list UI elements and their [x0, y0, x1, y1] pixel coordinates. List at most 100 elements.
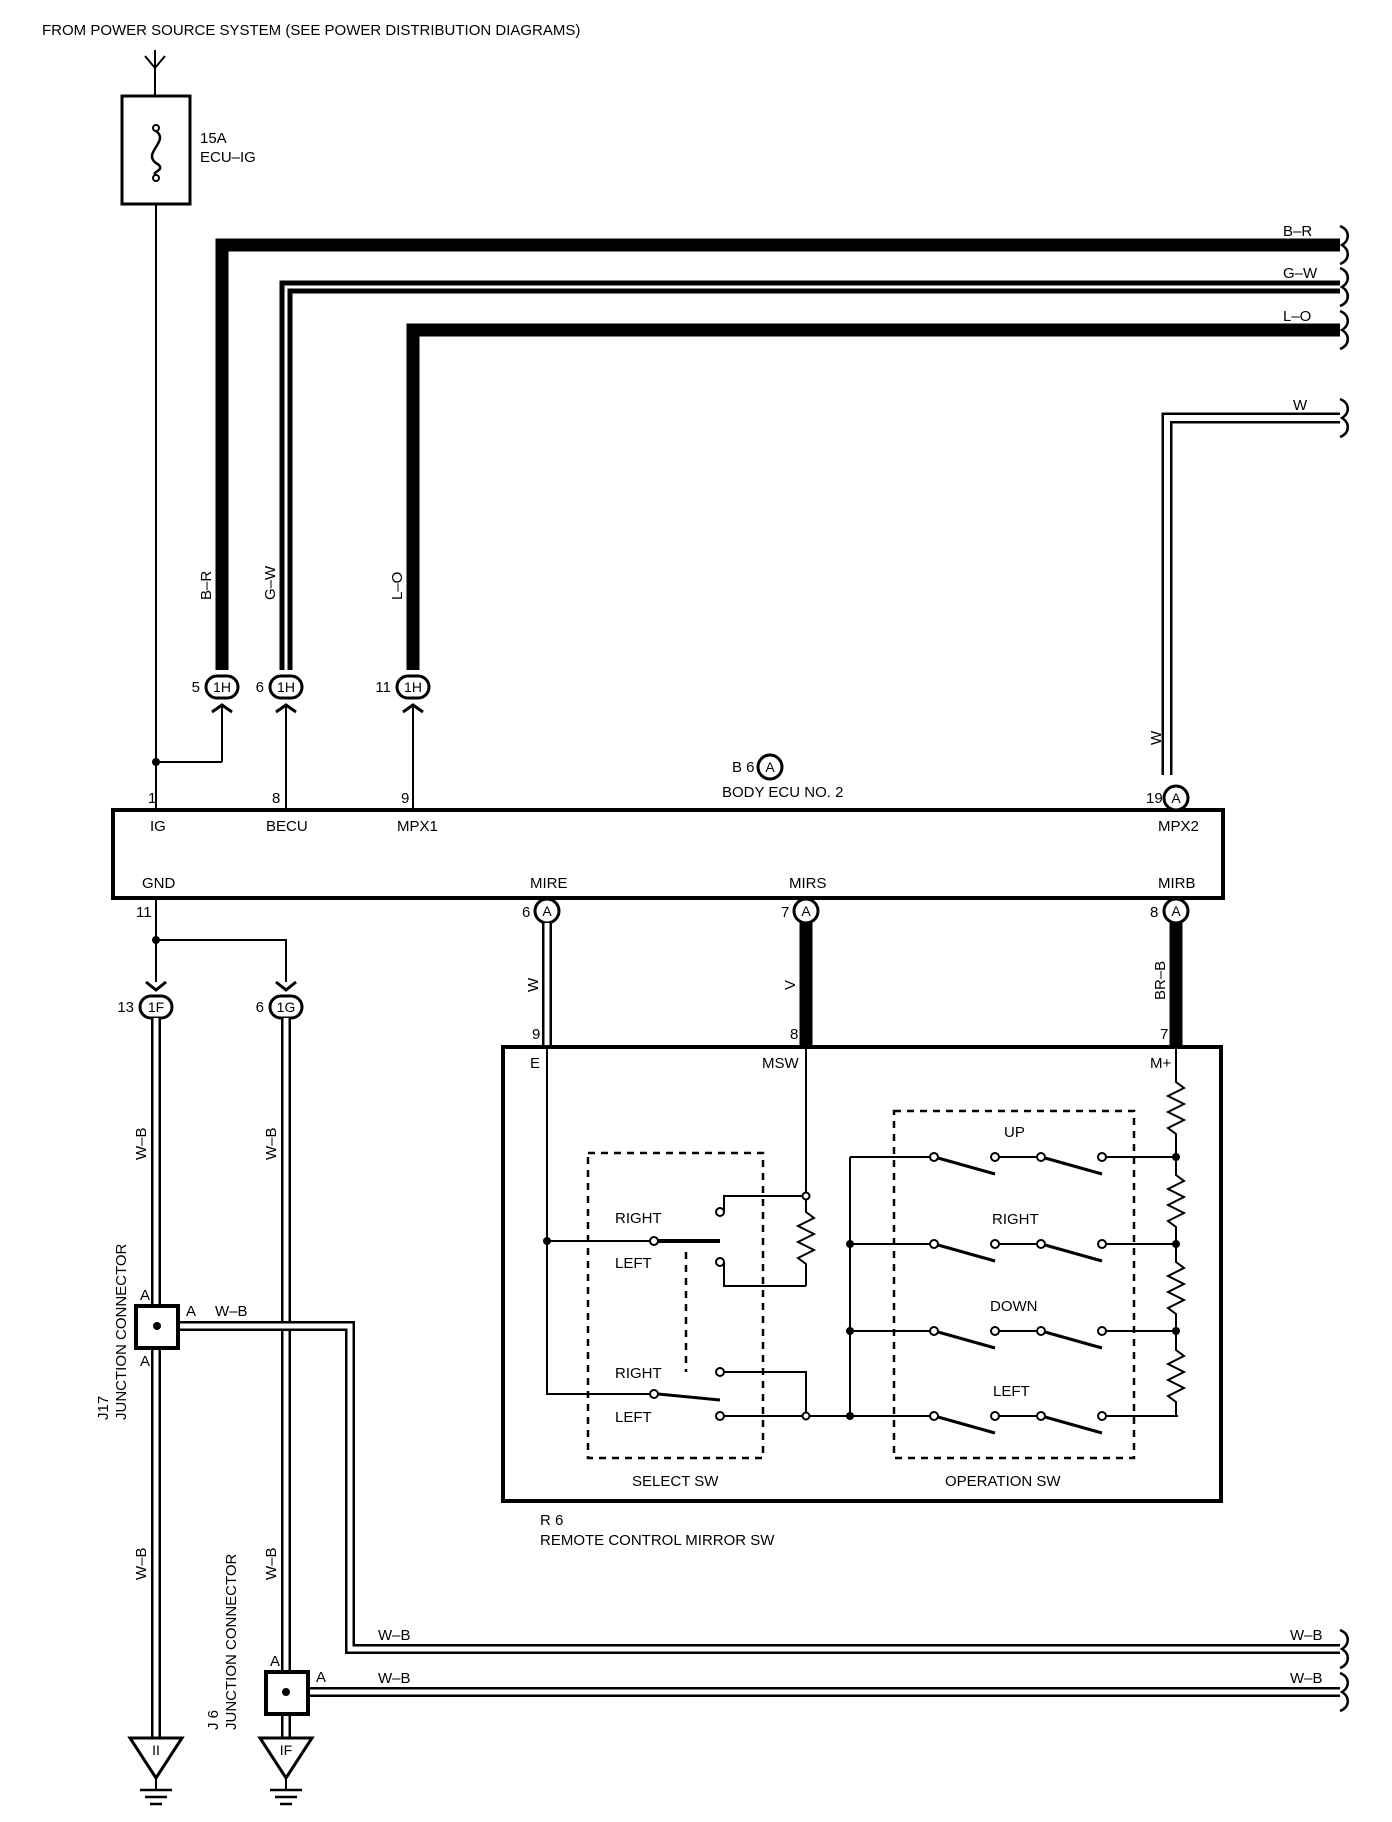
- w-b-lower-label-left: W–B: [378, 1670, 411, 1687]
- junction-1h-11: 1H 11: [375, 674, 431, 810]
- mirror-sw-pin-e-num: 9: [532, 1026, 540, 1043]
- junction-1h-5: 1H 5: [152, 674, 240, 766]
- w-b-lower-label-right: W–B: [1290, 1670, 1323, 1687]
- op-row-left: LEFT: [850, 1383, 1178, 1435]
- j17-junction-connector: A A A W–B J17 JUNCTION CONNECTOR W–B W–B: [95, 1243, 1340, 1654]
- ecu-pin-mirs-conn: A: [801, 903, 811, 919]
- wire-b-r-vlabel: B–R: [198, 571, 215, 600]
- junction-1g-conn: 1G: [277, 999, 296, 1015]
- ground-if-label: IF: [280, 1742, 292, 1758]
- ecu-pin-ig-label: IG: [150, 818, 166, 835]
- junction-1f-conn: 1F: [148, 999, 164, 1015]
- harness-breaks: [1339, 224, 1349, 1713]
- operation-sw-title: OPERATION SW: [945, 1473, 1061, 1490]
- wire-w-mpx2: W W: [1148, 397, 1340, 775]
- wire-w-mire: W: [525, 923, 552, 1047]
- wire-l-o-vlabel: L–O: [389, 572, 406, 600]
- wire-br-b-mirb: BR–B: [1152, 923, 1183, 1047]
- ecu-pin-gnd-num: 11: [136, 904, 152, 921]
- j17-wire-label: W–B: [215, 1303, 248, 1320]
- wire-b-r: B–R B–R: [198, 223, 1340, 670]
- ground-ii: II: [127, 1736, 185, 1806]
- wire-w-vlabel: W: [1148, 730, 1165, 745]
- junction-1g: 1G 6: [256, 994, 304, 1020]
- junction-1h-6-pin: 6: [256, 679, 264, 696]
- j17-name: JUNCTION CONNECTOR: [113, 1243, 130, 1420]
- ecu-pin-mirb-conn: A: [1171, 903, 1181, 919]
- fuse-name: ECU–IG: [200, 149, 256, 166]
- j17-pin-bottom: A: [140, 1353, 150, 1370]
- junction-1h-5-conn: 1H: [213, 679, 231, 695]
- mirror-sw-code: R 6: [540, 1512, 563, 1529]
- wire-w-b-mid-label1: W–B: [263, 1127, 280, 1160]
- wire-b-r-label: B–R: [1283, 223, 1312, 240]
- wire-v-label: V: [782, 980, 799, 990]
- junction-1h-5-pin: 5: [192, 679, 200, 696]
- w-b-upper-label-left: W–B: [378, 1627, 411, 1644]
- header-note: FROM POWER SOURCE SYSTEM (SEE POWER DIST…: [42, 22, 580, 39]
- ecu-pin-mirb-num: 8: [1150, 904, 1158, 921]
- junction-1h-11-conn: 1H: [404, 679, 422, 695]
- body-ecu-no2: B 6 A BODY ECU NO. 2 1 IG 8 BECU 9 MPX1 …: [111, 753, 1225, 925]
- wire-w-label: W: [1293, 397, 1308, 414]
- wire-l-o-label: L–O: [1283, 308, 1311, 325]
- mirror-sw-pin-msw-num: 8: [790, 1026, 798, 1043]
- ecu-pin-mire-conn: A: [542, 903, 552, 919]
- junction-1g-pin: 6: [256, 999, 264, 1016]
- junction-1h-6: 1H 6: [256, 674, 304, 810]
- op-right-label: RIGHT: [992, 1211, 1039, 1228]
- j6-junction-connector: A A J 6 JUNCTION CONNECTOR W–B W–B: [205, 1553, 1340, 1730]
- mirror-sw-pin-mplus-label: M+: [1150, 1055, 1171, 1072]
- remote-control-mirror-sw: 9 E 8 MSW 7 M+ R 6 REMOTE CONTROL MIRROR…: [501, 1026, 1223, 1549]
- ecu-connector: A: [765, 759, 775, 775]
- ecu-pin-mire-label: MIRE: [530, 875, 568, 892]
- op-row-down: DOWN: [850, 1298, 1178, 1350]
- wire-w-b-mid: W–B W–B: [263, 1018, 291, 1738]
- op-row-right: RIGHT: [850, 1211, 1178, 1263]
- wire-v-mirs: V: [782, 923, 813, 1047]
- fuse-ecu-ig: 15A ECU–IG: [120, 50, 256, 810]
- wire-w-b-left-label1: W–B: [133, 1127, 150, 1160]
- wire-w-mire-label: W: [525, 977, 542, 992]
- ecu-name: BODY ECU NO. 2: [722, 784, 843, 801]
- junction-1h-11-pin: 11: [375, 679, 391, 696]
- ecu-pin-mire-num: 6: [522, 904, 530, 921]
- wire-g-w-label: G–W: [1283, 265, 1318, 282]
- mirror-sw-pin-msw-label: MSW: [762, 1055, 800, 1072]
- j17-pin-right: A: [186, 1303, 196, 1320]
- wire-l-o: L–O L–O: [389, 308, 1340, 670]
- wire-br-b-label: BR–B: [1152, 961, 1169, 1000]
- j17-code: J17: [95, 1396, 112, 1420]
- op-up-label: UP: [1004, 1124, 1025, 1141]
- select-lower-left: LEFT: [615, 1409, 652, 1426]
- ecu-code: B 6: [732, 759, 755, 776]
- op-row-up: UP: [850, 1124, 1178, 1176]
- j6-name: JUNCTION CONNECTOR: [223, 1553, 240, 1730]
- fuse-rating: 15A: [200, 130, 227, 147]
- mirror-sw-pin-mplus-num: 7: [1160, 1026, 1168, 1043]
- wire-g-w-vlabel: G–W: [262, 565, 279, 600]
- select-sw-title: SELECT SW: [632, 1473, 719, 1490]
- wire-w-b-left-label2: W–B: [133, 1547, 150, 1580]
- wire-w-b-mid-label2: W–B: [263, 1547, 280, 1580]
- gnd-split: [145, 898, 297, 992]
- ecu-pin-mirb-label: MIRB: [1158, 875, 1196, 892]
- junction-1f: 1F 13: [117, 994, 174, 1020]
- ground-if: IF: [257, 1736, 315, 1806]
- j17-pin-top: A: [140, 1287, 150, 1304]
- j6-pin-top: A: [270, 1653, 280, 1670]
- ecu-pin-becu-label: BECU: [266, 818, 308, 835]
- ecu-pin-mpx1-num: 9: [401, 790, 409, 807]
- wire-w-b-left: W–B W–B: [133, 1018, 161, 1738]
- ecu-pin-becu-num: 8: [272, 790, 280, 807]
- op-down-label: DOWN: [990, 1298, 1038, 1315]
- mirror-sw-pin-e-label: E: [530, 1055, 540, 1072]
- junction-1f-pin: 13: [117, 999, 134, 1016]
- ecu-pin-mirs-label: MIRS: [789, 875, 827, 892]
- wire-g-w: G–W G–W: [262, 265, 1340, 670]
- ground-ii-label: II: [152, 1742, 160, 1758]
- j6-code: J 6: [205, 1710, 222, 1730]
- select-upper-right: RIGHT: [615, 1210, 662, 1227]
- op-left-label: LEFT: [993, 1383, 1030, 1400]
